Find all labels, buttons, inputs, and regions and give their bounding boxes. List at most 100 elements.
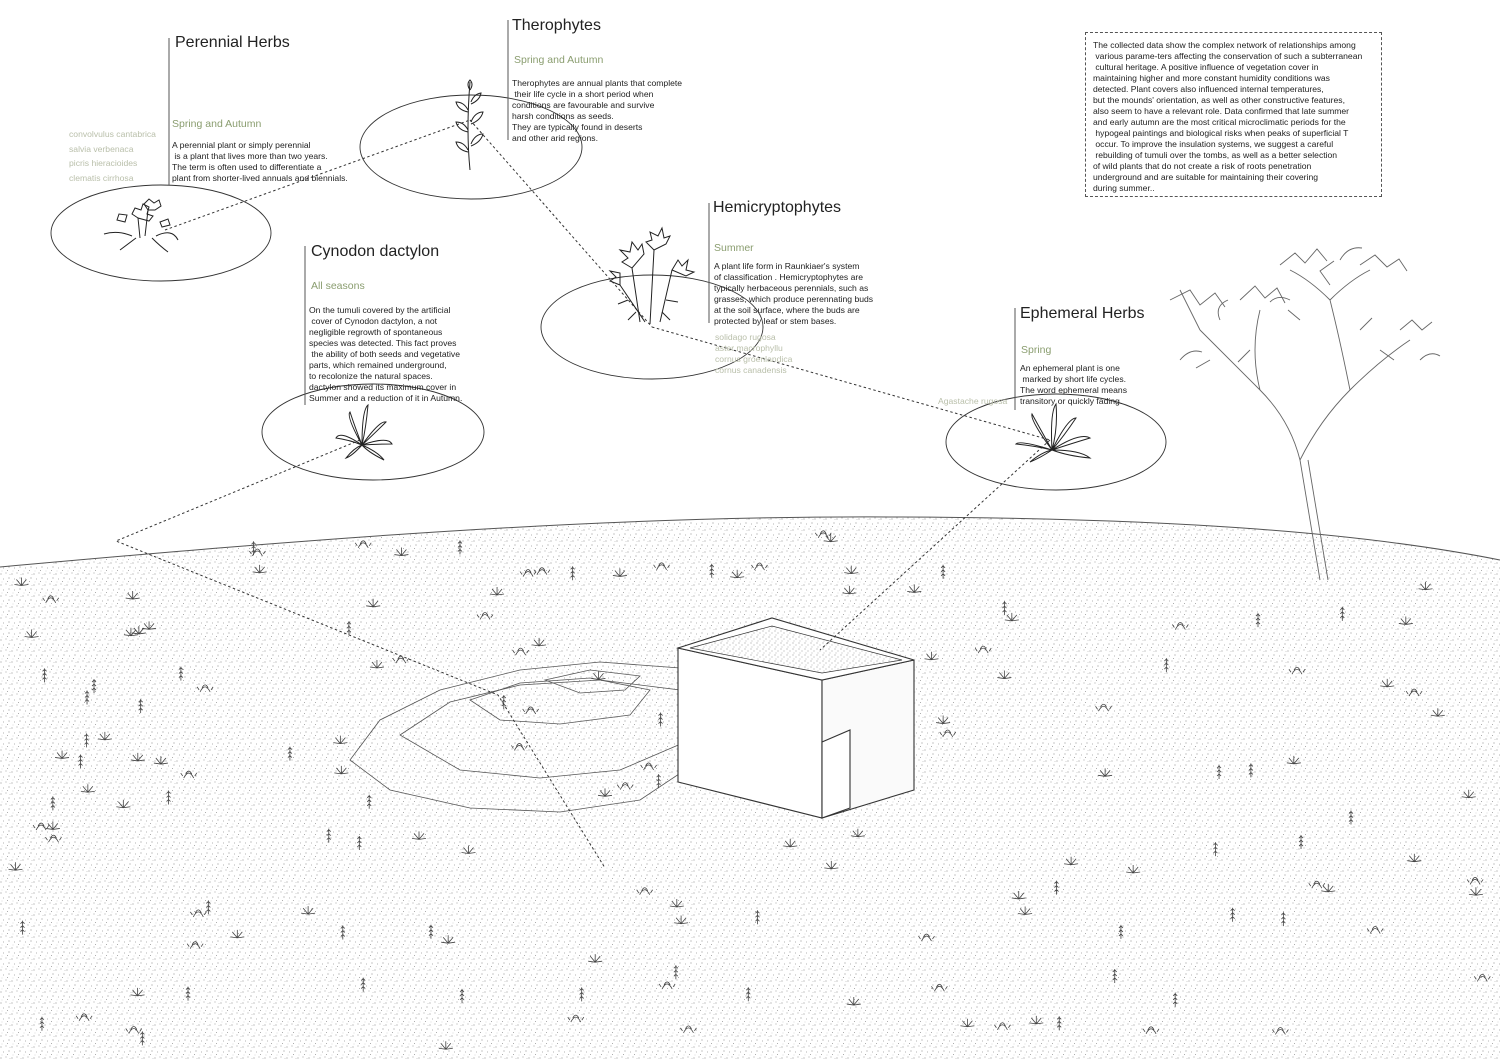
ground-plant-icon: [55, 750, 70, 759]
ground-plant-icon: [130, 987, 145, 997]
ground-plant-icon: [125, 591, 140, 600]
ground-plant-icon: [1380, 678, 1395, 688]
ground-plant-icon: [1468, 887, 1483, 896]
ground-plant-icon: [346, 621, 352, 636]
ground-plant-icon: [1004, 612, 1019, 622]
ground-plant-icon: [931, 983, 948, 992]
ground-plant-icon: [994, 1022, 1011, 1030]
ground-plant-icon: [14, 577, 29, 586]
ground-plant-icon: [1142, 1026, 1160, 1034]
ground-plant-icon: [196, 684, 214, 693]
perennial-species: convolvulus cantabrica salvia verbenaca …: [69, 129, 156, 183]
ground-plant-icon: [1126, 865, 1141, 874]
ground-plant-icon: [1172, 992, 1178, 1007]
ground-plant-icon: [823, 533, 838, 543]
ground-plant-icon: [369, 660, 384, 669]
ground-plant-icon: [846, 997, 861, 1006]
ephemeral-plant-icon: [1014, 402, 1092, 463]
ground-plant-icon: [658, 712, 663, 727]
connector-ephemeral-tomb: [819, 439, 1051, 651]
ground-plant-icon: [340, 925, 346, 940]
ground-plant-icon: [730, 569, 745, 579]
ground-plant-icon: [428, 924, 434, 939]
horizon-line: [0, 516, 1500, 568]
ground-plant-icon: [1473, 974, 1491, 982]
ground-plant-icon: [1286, 755, 1301, 765]
ground-plant-icon: [84, 733, 89, 748]
ground-plant-icon: [640, 762, 657, 771]
ground-plant-icon: [301, 906, 316, 915]
ground-plant-icon: [1011, 890, 1026, 900]
ground-plant-icon: [142, 621, 157, 630]
ground-plant-icon: [680, 1025, 697, 1034]
ground-plant-icon: [674, 915, 689, 925]
ground-plant-icon: [206, 900, 211, 915]
ephemeral-season: Spring: [1021, 344, 1052, 356]
ground-plant-icon: [461, 845, 476, 854]
ground-plant-icon: [326, 828, 332, 843]
ground-plant-icon: [125, 1026, 143, 1034]
ground-plant-icon: [366, 794, 372, 809]
ground-plant-icon: [1216, 765, 1222, 780]
hemicryptophytes-description: A plant life form in Raunkiaer's system …: [714, 261, 874, 326]
ground-plant-icon: [1281, 912, 1286, 927]
ground-plant-icon: [1348, 810, 1354, 825]
ground-plant-icon: [533, 567, 551, 575]
ground-plant-icon: [476, 612, 494, 620]
ground-plant-icon: [138, 699, 143, 714]
ground-plant-icon: [1095, 703, 1112, 712]
ground-plant-icon: [45, 821, 60, 830]
ground-plant-icon: [97, 731, 112, 741]
ground-plant-icon: [918, 933, 935, 942]
ground-plant-icon: [39, 1016, 45, 1031]
ground-plant-icon: [1298, 835, 1304, 850]
ground-plant-icon: [457, 540, 463, 555]
tomb-building-icon: [675, 617, 915, 819]
hemicryptophytes-ellipse: [540, 274, 764, 380]
ground-plant-icon: [32, 822, 50, 831]
ground-plant-icon: [1398, 616, 1413, 625]
ground-plant-icon: [591, 671, 606, 680]
ground-plant-icon: [588, 954, 603, 963]
ground-plant-icon: [519, 569, 537, 577]
ground-plant-icon: [1340, 606, 1345, 621]
ground-plant-icon: [75, 1013, 93, 1021]
hemicryptophytes-species: solidago rugosa aster macrophyllu cornus…: [715, 332, 793, 375]
ground-plant-icon: [1164, 658, 1169, 673]
ground-plant-icon: [180, 770, 198, 779]
ground-plant-icon: [1255, 613, 1261, 628]
ground-plant-icon: [50, 796, 56, 811]
ephemeral-title: Ephemeral Herbs: [1020, 305, 1145, 322]
ground-plant-icon: [1002, 601, 1007, 616]
ground-plant-icon: [166, 790, 171, 805]
connector-hemi-ephemeral: [651, 326, 1051, 441]
ground-plant-icon: [511, 743, 528, 751]
ground-plant-icon: [974, 645, 992, 654]
perennial-title: Perennial Herbs: [175, 34, 290, 51]
cynodon-season: All seasons: [311, 280, 365, 292]
therophyte-plant-icon: [455, 79, 484, 171]
ground-plant-icon: [1430, 708, 1445, 717]
ground-plant-icon: [924, 651, 939, 661]
ground-plant-icon: [1272, 1027, 1289, 1035]
perennial-ellipse: [50, 184, 272, 282]
ground-plant-icon: [178, 666, 184, 681]
perennial-description: A perennial plant or simply perennial is…: [172, 140, 348, 183]
tree-icon: [1169, 247, 1441, 581]
ground-plant-icon: [1418, 581, 1433, 591]
ground-plant-icon: [842, 585, 857, 595]
ground-plant-icon: [411, 831, 427, 840]
therophytes-ellipse: [359, 94, 583, 200]
ground-plant-icon: [939, 729, 957, 738]
ground-plant-icon: [84, 690, 90, 705]
ground-plant-icon: [249, 548, 266, 557]
ground-plant-icon: [1407, 853, 1422, 863]
ground-plant-icon: [251, 541, 256, 556]
ground-plant-icon: [123, 627, 138, 637]
connector-therophytes-hemi: [469, 119, 653, 328]
ground-plant-icon: [1288, 666, 1306, 675]
ground-plant-icon: [1230, 907, 1235, 922]
ground-plant-icon: [45, 834, 62, 843]
cynodon-ellipse: [261, 383, 485, 481]
